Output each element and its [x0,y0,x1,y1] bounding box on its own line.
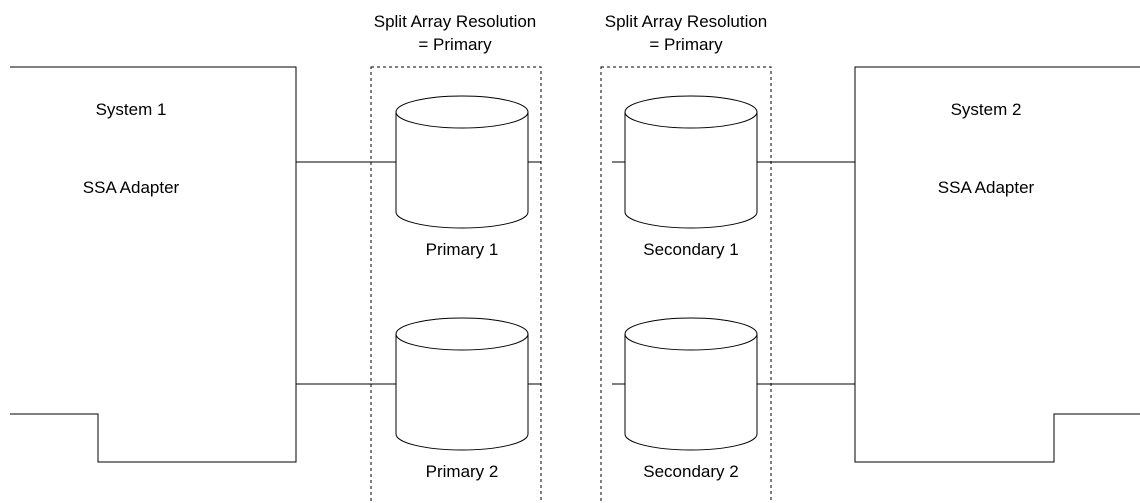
disk-primary-2 [395,317,529,451]
secondary-group-box [600,66,772,503]
group-heading-left-line2: = Primary [418,35,492,54]
disk-label-primary-1: Primary 1 [426,240,499,259]
group-heading-left-line1: Split Array Resolution [374,12,537,31]
system-2-name: System 2 [951,100,1022,119]
disk-secondary-1 [624,95,758,229]
primary-group-box [370,66,542,503]
disk-secondary-2 [624,317,758,451]
system-2-box [854,66,1140,463]
system-1-name: System 1 [96,100,167,119]
disk-label-secondary-1: Secondary 1 [643,240,738,259]
system-2-adapter: SSA Adapter [938,178,1035,197]
disk-primary-1 [395,95,529,229]
disk-label-primary-2: Primary 2 [426,462,499,481]
system-1-box [10,66,297,463]
group-heading-right-line2: = Primary [649,35,723,54]
disk-label-secondary-2: Secondary 2 [643,462,738,481]
group-heading-right-line1: Split Array Resolution [605,12,768,31]
system-1-adapter: SSA Adapter [83,178,180,197]
